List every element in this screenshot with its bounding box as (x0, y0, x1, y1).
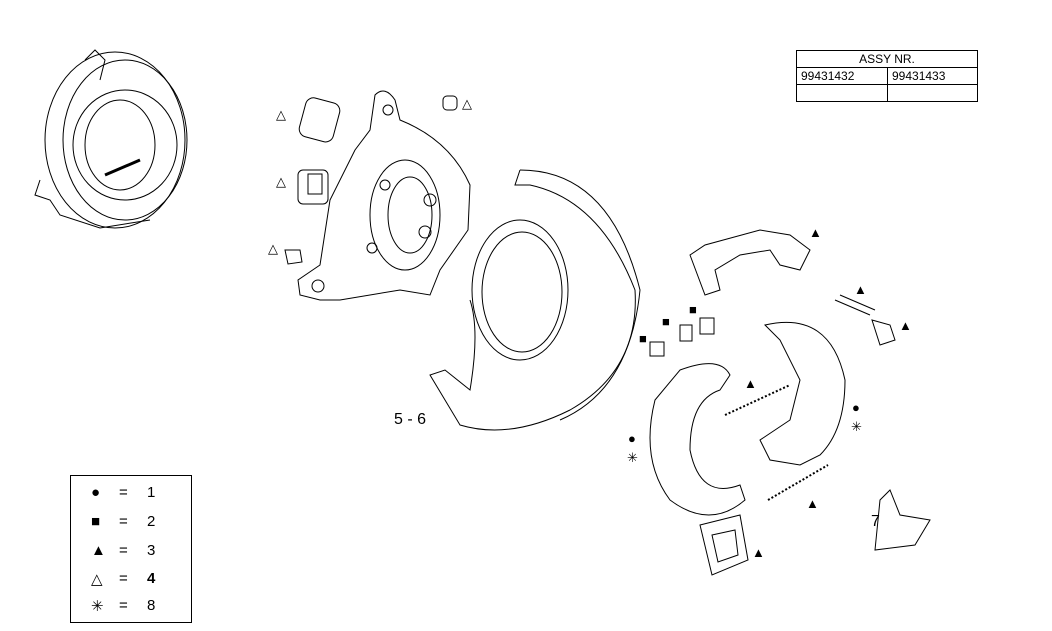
filled-triangle-icon: ▲ (91, 542, 106, 559)
equals: = (119, 484, 128, 501)
legend-row: ✳ = 8 (71, 597, 191, 615)
assy-header: ASSY NR. (796, 50, 978, 68)
assembled-brake-overview (34, 49, 188, 229)
symbol-legend: ● = 1 ■ = 2 ▲ = 3 △ = 4 ✳ = 8 (70, 475, 192, 623)
filled-triangle-icon: ▲ (752, 545, 765, 560)
legend-row: ■ = 2 (71, 513, 191, 531)
lever-and-hardware (649, 229, 931, 576)
legend-row: ● = 1 (71, 484, 191, 502)
filled-circle-icon: ● (91, 484, 101, 501)
legend-value: 8 (147, 597, 156, 614)
hollow-triangle-icon: △ (91, 571, 103, 588)
grommets-and-plug (284, 95, 458, 265)
filled-circle-icon: ● (628, 431, 636, 446)
filled-square-icon: ■ (689, 302, 697, 317)
brake-shoes (649, 321, 846, 516)
equals: = (119, 570, 128, 587)
hollow-triangle-icon: △ (462, 96, 472, 111)
springs (724, 384, 829, 501)
filled-triangle-icon: ▲ (806, 496, 819, 511)
asterisk-icon: ✳ (627, 450, 638, 465)
equals: = (119, 597, 128, 614)
filled-triangle-icon: ▲ (899, 318, 912, 333)
legend-value: 1 (147, 484, 156, 501)
legend-value: 3 (147, 542, 156, 559)
asterisk-icon: ✳ (91, 598, 104, 615)
dust-shield (429, 169, 641, 431)
legend-value: 2 (147, 513, 156, 530)
filled-triangle-icon: ▲ (854, 282, 867, 297)
legend-row: △ = 4 (71, 570, 191, 588)
filled-square-icon: ■ (91, 513, 101, 530)
filled-square-icon: ■ (662, 314, 670, 329)
filled-triangle-icon: ▲ (809, 225, 822, 240)
part-label-dust-shield: 5 - 6 (394, 411, 427, 428)
filled-square-icon: ■ (639, 331, 647, 346)
equals: = (119, 542, 128, 559)
assy-number: 99431432 (796, 67, 888, 85)
legend-row: ▲ = 3 (71, 542, 191, 560)
hollow-triangle-icon: △ (276, 174, 286, 189)
asterisk-icon: ✳ (851, 419, 862, 434)
hollow-triangle-icon: △ (276, 107, 286, 122)
part-label-bracket: 7 (871, 513, 880, 530)
assy-number: 99431433 (887, 67, 978, 85)
backing-plate (297, 90, 471, 301)
legend-value: 4 (147, 570, 156, 587)
hollow-triangle-icon: △ (268, 241, 278, 256)
equals: = (119, 513, 128, 530)
filled-circle-icon: ● (852, 400, 860, 415)
filled-triangle-icon: ▲ (744, 376, 757, 391)
